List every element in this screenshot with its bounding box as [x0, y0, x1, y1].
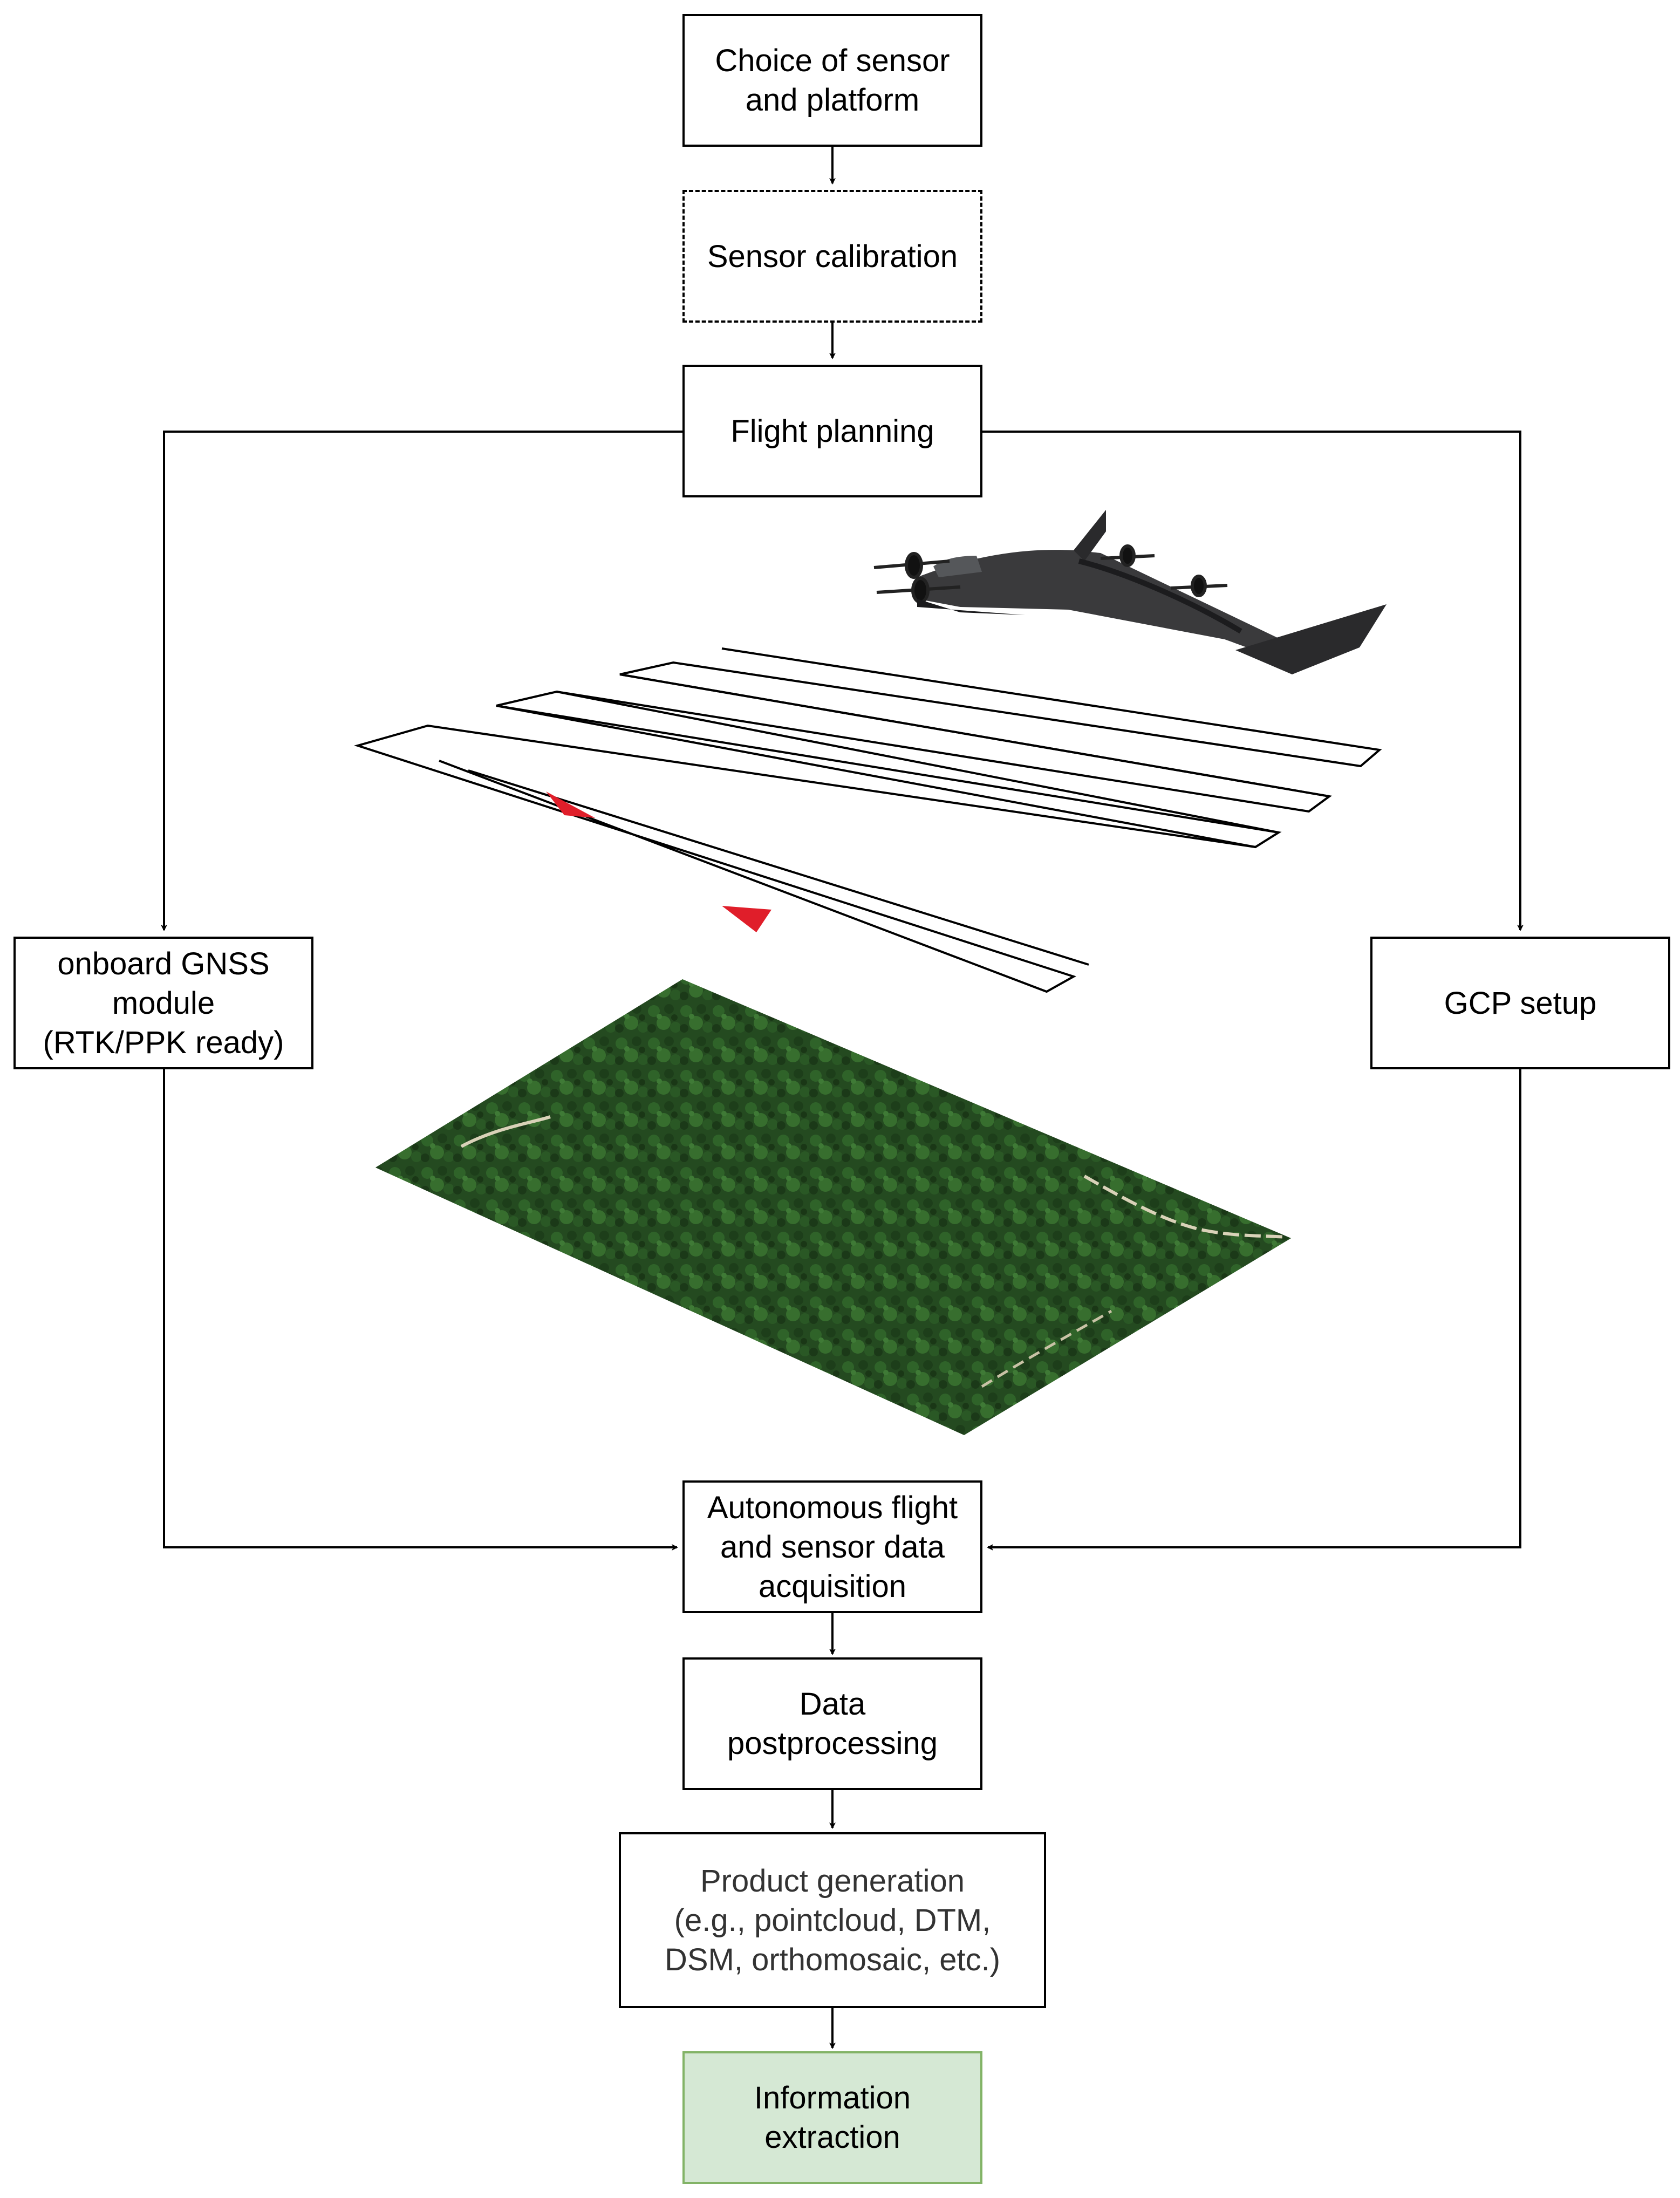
flight-lines-inner: [496, 673, 1330, 848]
node-gnss-line-2: module: [112, 985, 215, 1021]
node-gcp-setup-label: GCP setup: [1444, 985, 1597, 1021]
arrow-gcp-to-acquisition: [987, 1068, 1521, 1551]
node-gnss-line-3: (RTK/PPK ready): [43, 1025, 284, 1060]
node-gnss-module: onboard GNSS module (RTK/PPK ready): [13, 937, 313, 1069]
node-gcp-setup: GCP setup: [1370, 937, 1670, 1069]
arrow-planning-to-gcp: [981, 431, 1524, 931]
node-data-postprocessing: Data postprocessing: [682, 1657, 982, 1790]
node-postprocessing-line-2: postprocessing: [727, 1726, 938, 1761]
flight-direction-arrow: [546, 791, 595, 818]
arrow-gnss-to-acquisition: [163, 1068, 678, 1551]
node-product-line-3: DSM, orthomosaic, etc.): [664, 1942, 1001, 1977]
node-product-line-2: (e.g., pointcloud, DTM,: [674, 1902, 991, 1938]
node-autonomous-flight: Autonomous flight and sensor data acquis…: [682, 1480, 982, 1613]
flight-direction-arrow: [722, 906, 771, 932]
node-flight-planning-label: Flight planning: [730, 413, 934, 449]
connectors: [161, 147, 1524, 2049]
node-information-line-1: Information: [754, 2080, 911, 2115]
node-gnss-line-1: onboard GNSS: [57, 946, 270, 981]
node-sensor-calibration-label: Sensor calibration: [707, 238, 958, 274]
flight-direction-arrows: [546, 791, 771, 932]
node-sensor-platform: Choice of sensor and platform: [682, 14, 982, 147]
node-product-line-1: Product generation: [700, 1863, 965, 1899]
node-flight-planning: Flight planning: [682, 365, 982, 497]
node-acquisition-line-1: Autonomous flight: [707, 1490, 958, 1525]
node-information-extraction: Information extraction: [682, 2051, 982, 2184]
lawnmower-flight-lines: [354, 647, 1382, 993]
node-postprocessing-line-1: Data: [799, 1687, 866, 1722]
node-product-generation: Product generation (e.g., pointcloud, DT…: [619, 1832, 1046, 2008]
node-acquisition-line-3: acquisition: [758, 1568, 907, 1604]
node-sensor-platform-label: Choice of sensor and platform: [715, 43, 950, 118]
node-information-line-2: extraction: [764, 2120, 900, 2155]
fixed-wing-vtol-drone-icon: [873, 510, 1387, 674]
arrow-planning-to-gnss: [161, 431, 684, 931]
forest-orthophoto-image: [375, 979, 1291, 1435]
node-acquisition-line-2: and sensor data: [720, 1529, 945, 1565]
node-sensor-calibration: Sensor calibration: [682, 190, 982, 323]
